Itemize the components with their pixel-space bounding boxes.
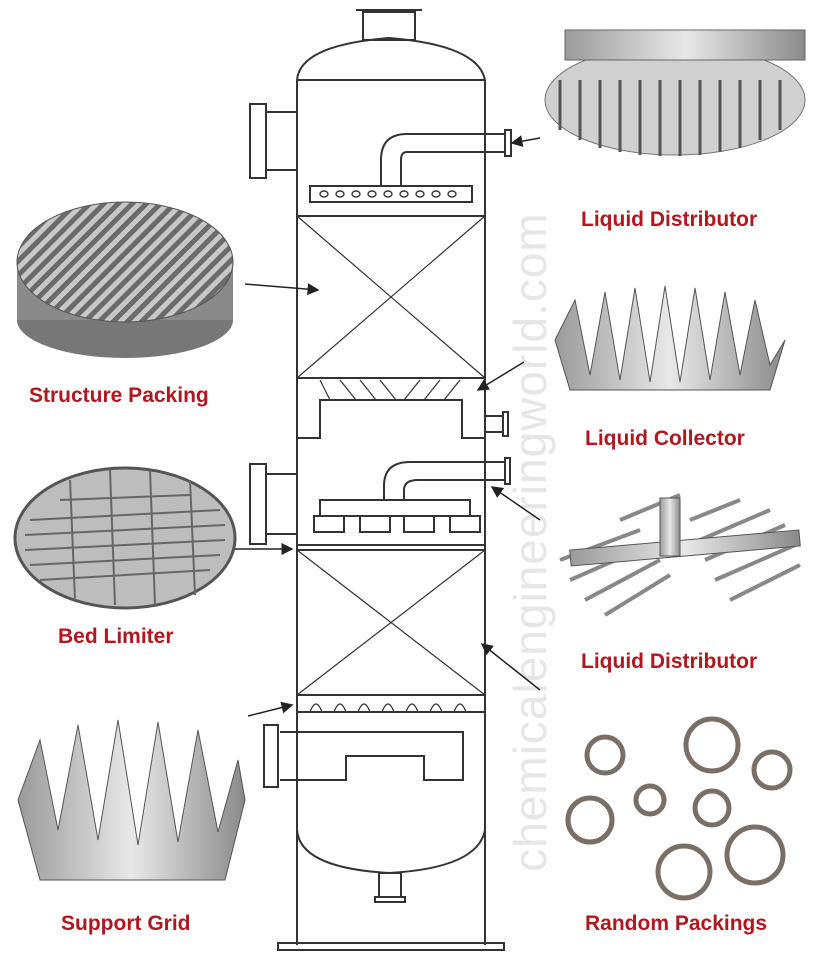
label-liquid-collector: Liquid Collector bbox=[585, 427, 745, 450]
label-liquid-distributor-bottom: Liquid Distributor bbox=[581, 650, 758, 673]
top-head bbox=[296, 36, 486, 81]
liquid-collector-photo bbox=[554, 285, 786, 391]
arrow-support-grid bbox=[247, 701, 294, 717]
spray-bar bbox=[309, 185, 473, 203]
top-nozzle bbox=[362, 11, 416, 41]
liquid-distributor-photo-top bbox=[544, 29, 806, 156]
structure-packing-photo bbox=[16, 201, 234, 358]
arrow-structure-packing bbox=[244, 283, 320, 296]
arrow-random-packings bbox=[480, 643, 541, 691]
label-support-grid: Support Grid bbox=[61, 912, 191, 935]
arrow-liquid-collector bbox=[476, 361, 525, 391]
label-bed-limiter: Bed Limiter bbox=[58, 625, 174, 648]
label-structure-packing: Structure Packing bbox=[29, 384, 209, 407]
random-packings-photo bbox=[565, 716, 793, 901]
support-grid-photo bbox=[17, 719, 246, 881]
column-shell bbox=[249, 9, 512, 951]
label-random-packings: Random Packings bbox=[585, 912, 768, 935]
arrow-liquid-distributor-bottom bbox=[490, 486, 541, 521]
bed-limiter-photo bbox=[13, 466, 237, 610]
pointer-arrows bbox=[232, 135, 541, 717]
arrow-liquid-distributor-top bbox=[510, 135, 541, 148]
liquid-distributor-photo-bottom bbox=[559, 493, 801, 617]
label-liquid-distributor-top: Liquid Distributor bbox=[581, 208, 758, 231]
base-plate bbox=[277, 942, 505, 951]
